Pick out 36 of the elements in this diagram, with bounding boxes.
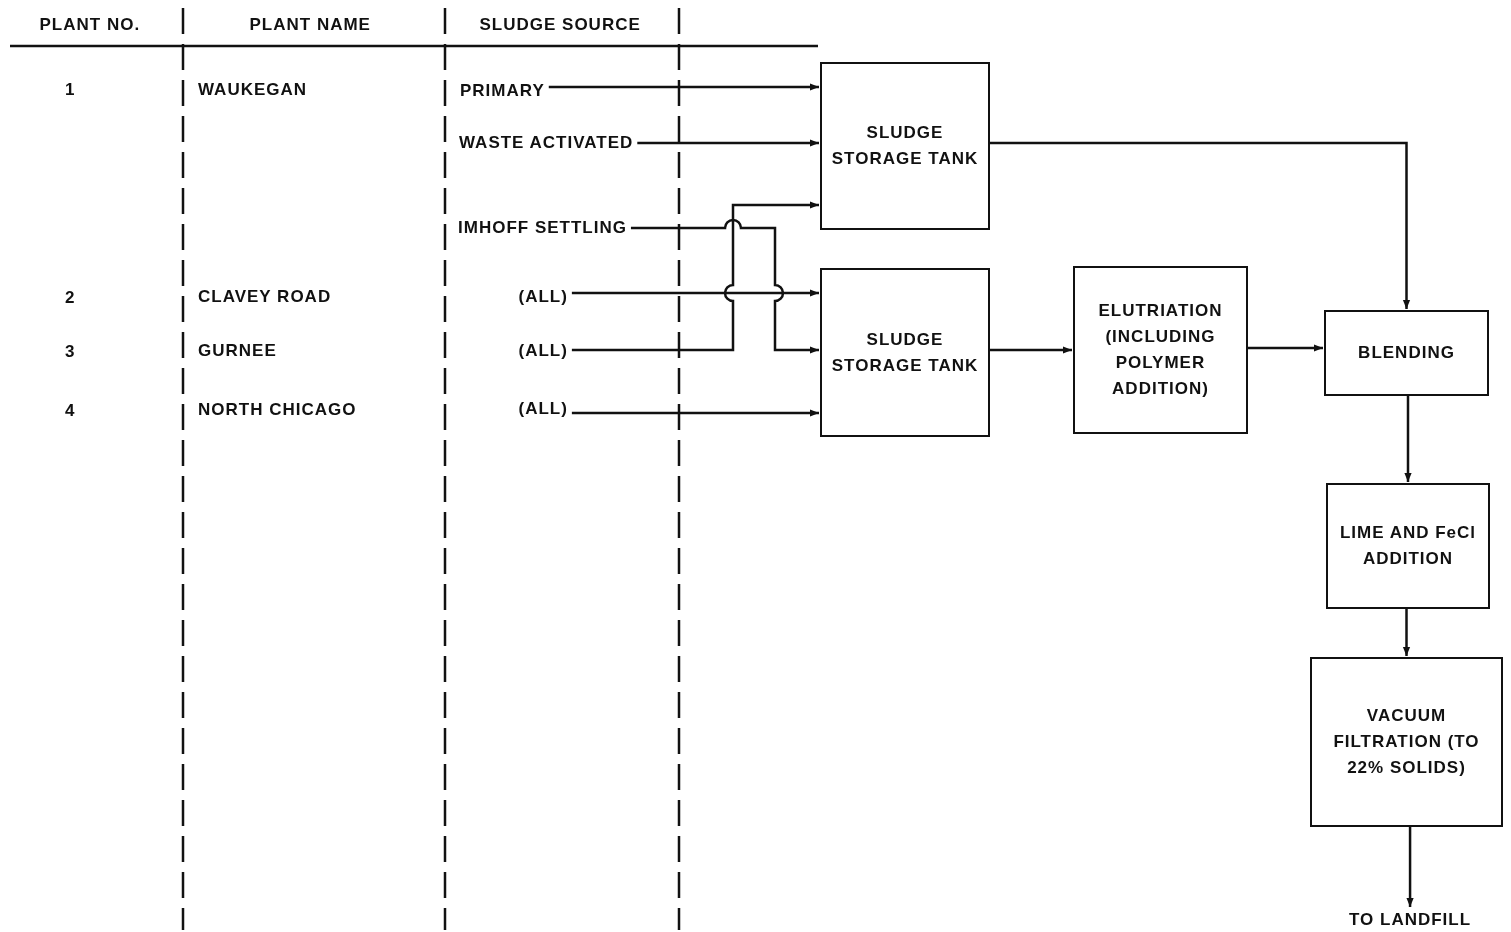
sludge-source-label: (ALL)	[518, 341, 568, 361]
process-box: SLUDGE STORAGE TANK	[820, 268, 990, 437]
arrow	[1402, 609, 1411, 656]
plant-name: GURNEE	[198, 341, 277, 361]
plant-number: 2	[65, 288, 76, 308]
process-box: BLENDING	[1324, 310, 1489, 396]
arrow	[1406, 827, 1414, 907]
arrow	[571, 409, 819, 417]
process-box: LIME AND FeCl ADDITION	[1326, 483, 1490, 609]
outlet-label: TO LANDFILL	[1349, 910, 1472, 930]
arrow	[990, 346, 1072, 354]
sludge-source-label: IMHOFF SETTLING	[458, 218, 627, 238]
process-box: VACUUM FILTRATION (TO 22% SOLIDS)	[1310, 657, 1503, 827]
column-header: PLANT NAME	[249, 15, 371, 35]
process-box: ELUTRIATION (INCLUDING POLYMER ADDITION)	[1073, 266, 1248, 434]
plant-number: 1	[65, 80, 76, 100]
arrow	[1248, 344, 1323, 352]
sludge-source-label: PRIMARY	[460, 81, 545, 101]
plant-name: NORTH CHICAGO	[198, 400, 357, 420]
sludge-source-label: (ALL)	[518, 399, 568, 419]
sludge-source-label: (ALL)	[518, 287, 568, 307]
sludge-source-label: WASTE ACTIVATED	[459, 133, 634, 153]
plant-number: 3	[65, 342, 76, 362]
column-header: SLUDGE SOURCE	[479, 15, 641, 35]
plant-name: WAUKEGAN	[198, 80, 308, 100]
plant-name: CLAVEY ROAD	[198, 287, 332, 307]
arrow	[548, 83, 819, 91]
process-box: SLUDGE STORAGE TANK	[820, 62, 990, 230]
arrow	[1404, 396, 1412, 482]
arrow	[630, 218, 819, 354]
arrow	[990, 141, 1411, 309]
arrow	[571, 289, 819, 297]
column-header: PLANT NO.	[39, 15, 141, 35]
arrow	[571, 201, 819, 352]
plant-number: 4	[65, 401, 76, 421]
arrow	[637, 139, 819, 147]
